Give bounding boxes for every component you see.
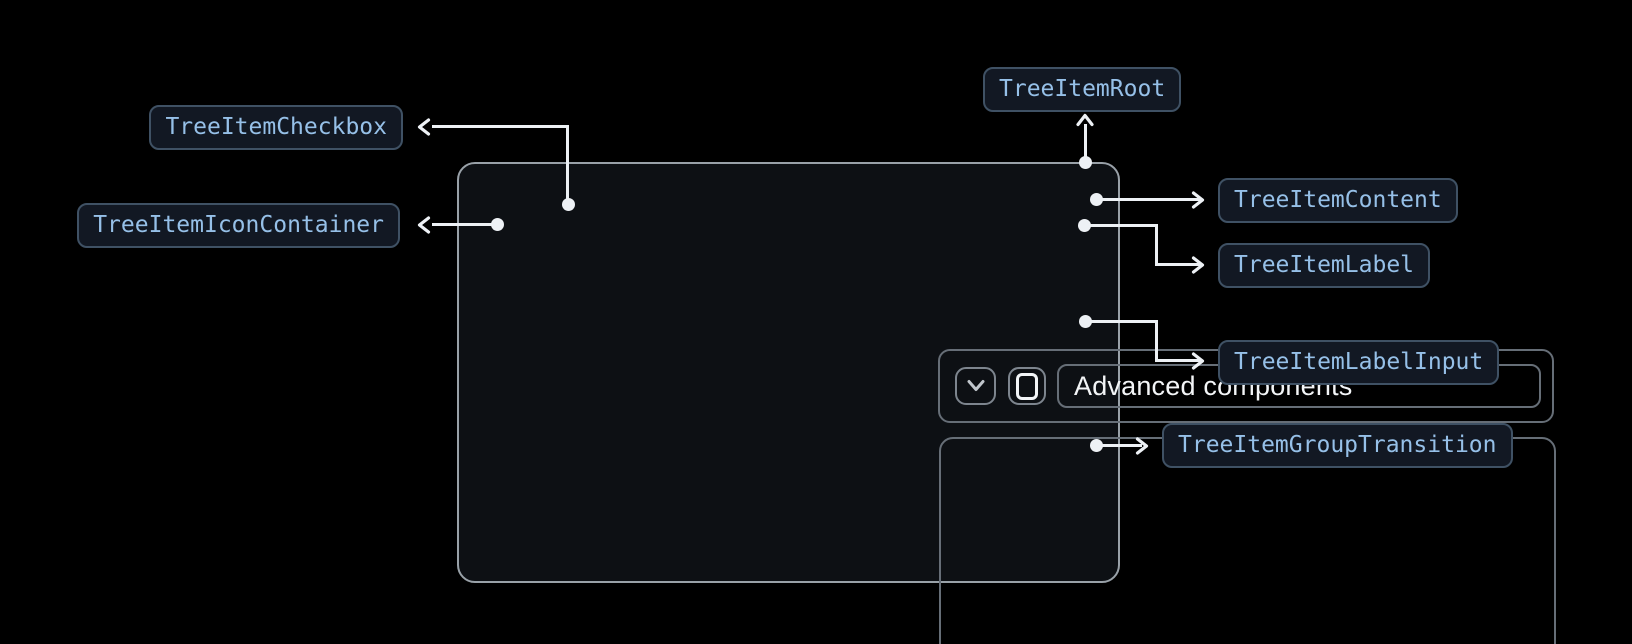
chevron-down-icon	[967, 380, 984, 391]
connector-line	[1084, 124, 1087, 164]
connector-dot	[1079, 315, 1092, 328]
connector-line	[432, 125, 569, 128]
callout-tree-item-group-transition: TreeItemGroupTransition	[1162, 423, 1513, 468]
callout-tree-item-label-input: TreeItemLabelInput	[1218, 340, 1500, 385]
callout-tree-item-icon-container: TreeItemIconContainer	[77, 203, 400, 248]
arrowhead-right-icon	[1134, 436, 1150, 456]
connector-dot	[491, 218, 504, 231]
checkbox-unchecked-icon[interactable]	[1016, 372, 1038, 400]
connector-line	[1155, 224, 1158, 266]
connector-line	[1085, 320, 1158, 323]
connector-line	[1155, 320, 1158, 362]
connector-dot	[1079, 156, 1092, 169]
tree-item-checkbox-container[interactable]	[1008, 367, 1046, 405]
connector-line	[566, 126, 569, 206]
arrowhead-left-icon	[416, 117, 432, 137]
callout-tree-item-root: TreeItemRoot	[983, 67, 1182, 112]
connector-dot	[1090, 193, 1103, 206]
tree-item-group-transition: Data Grid Charts Date Pickers Tree View	[939, 437, 1556, 644]
arrowhead-up-icon	[1075, 112, 1095, 128]
connector-line	[1155, 263, 1200, 266]
connector-line	[1096, 198, 1200, 201]
arrowhead-left-icon	[416, 215, 432, 235]
callout-tree-item-label: TreeItemLabel	[1218, 243, 1431, 288]
connector-dot	[1078, 219, 1091, 232]
callout-tree-item-checkbox: TreeItemCheckbox	[149, 105, 403, 150]
connector-line	[1084, 224, 1158, 227]
tree-item-root: Advanced components Data Grid Charts Dat…	[457, 162, 1556, 644]
callout-tree-item-content: TreeItemContent	[1218, 178, 1458, 223]
connector-line	[1096, 444, 1142, 447]
connector-line	[432, 223, 498, 226]
tree-item-icon-container[interactable]	[955, 367, 996, 405]
arrowhead-right-icon	[1190, 190, 1206, 210]
connector-dot	[1090, 439, 1103, 452]
arrowhead-right-icon	[1190, 351, 1206, 371]
arrowhead-right-icon	[1190, 255, 1206, 275]
connector-dot	[562, 198, 575, 211]
connector-line	[1155, 359, 1200, 362]
